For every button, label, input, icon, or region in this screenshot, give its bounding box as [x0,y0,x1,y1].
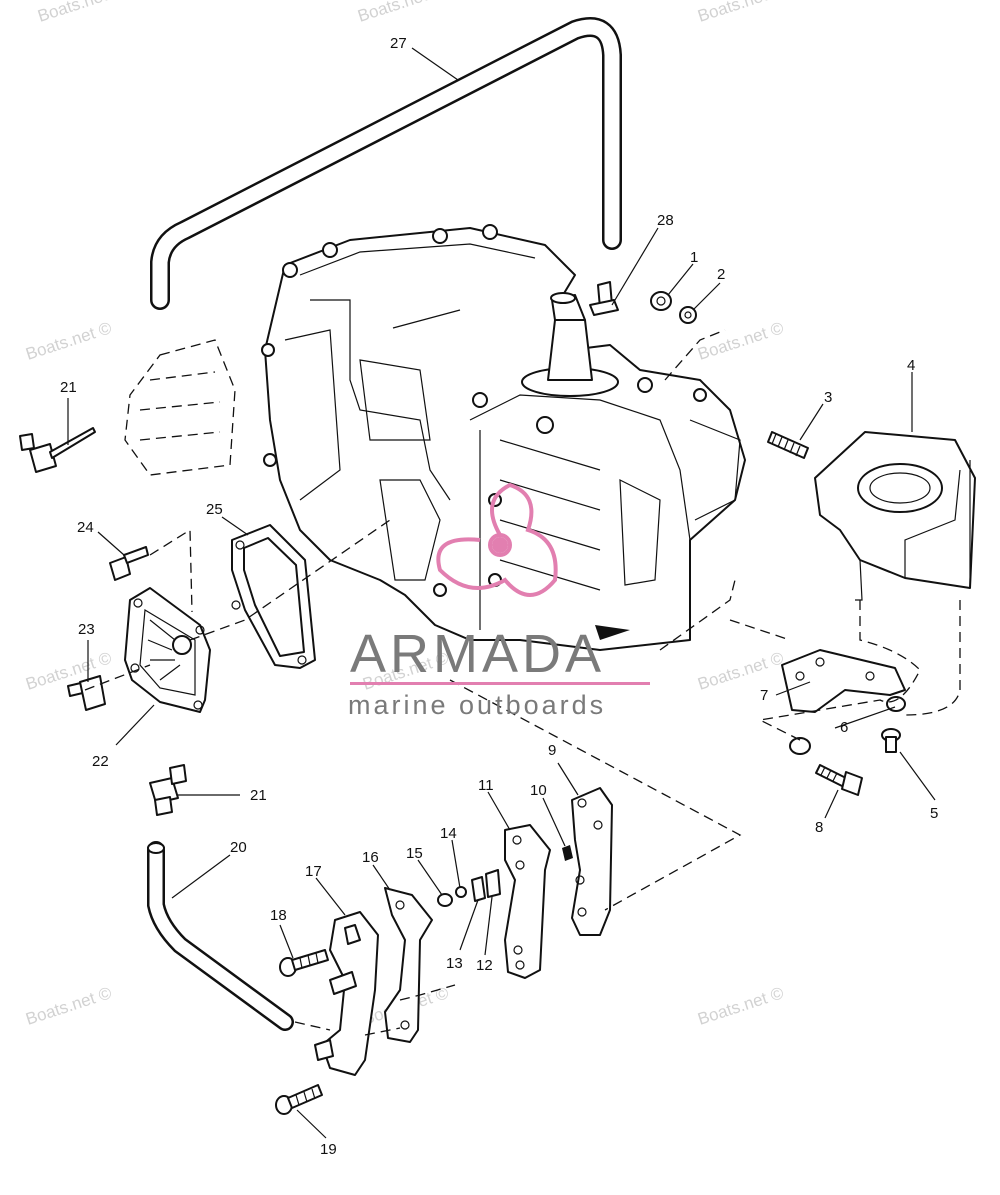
gasket-part-25 [231,524,316,669]
lever-part-17 [314,911,379,1076]
callout-27: 27 [390,35,407,52]
callout-16: 16 [362,849,379,866]
hose-part-27 [150,17,622,310]
callout-19: 19 [320,1141,337,1158]
callout-11: 11 [478,777,494,794]
washer-part-14 [455,886,467,898]
screw-part-24 [109,546,149,581]
watermark: Boats.net © [695,318,786,364]
clip-part-12 [485,869,501,898]
brand-tagline: marine outboards [348,690,606,720]
assembly-lines [84,329,961,1036]
fitting-part-28 [589,281,619,316]
callout-9: 9 [548,742,556,759]
plate-part-9 [571,787,613,936]
washer-part-6 [789,696,906,755]
callout-10: 10 [530,782,547,799]
armada-logo [436,482,558,597]
callout-6: 6 [840,719,848,736]
bolt-part-8 [815,764,863,796]
cover-plate-part-22 [124,587,211,713]
plate-part-11 [504,824,551,979]
callout-18: 18 [270,907,287,924]
watermark: Boats.net © [695,648,786,694]
callout-7: 7 [760,687,768,704]
callout-1: 1 [690,249,698,266]
clip-part-13 [471,876,486,902]
adapter-housing-part-4 [814,431,976,601]
callout-13: 13 [446,955,463,972]
callout-4: 4 [907,357,915,374]
fitting-part-21-upper [19,427,96,473]
callout-25: 25 [206,501,223,518]
watermark: Boats.net © [695,0,786,26]
brand-name: ARMADA [350,624,605,684]
screw-part-5 [881,728,901,753]
callout-3: 3 [824,389,832,406]
hose-part-20 [147,841,294,1031]
callout-2: 2 [717,266,725,283]
nut-part-15 [437,893,453,907]
watermark: Boats.net © [23,983,114,1029]
callout-24: 24 [77,519,94,536]
leader-lines [67,47,936,1139]
watermark: Boats.net © [35,0,126,26]
nut-part-1 [650,291,672,311]
callout-15: 15 [406,845,423,862]
bracket-part-7 [781,649,906,713]
callout-21-lower: 21 [250,787,267,804]
spring-part-10 [562,845,573,861]
brand-underline [350,682,650,685]
callout-14: 14 [440,825,457,842]
callout-labels: 27 28 1 2 3 4 21 24 25 23 22 7 6 5 8 9 1… [60,35,938,1158]
callout-23: 23 [78,621,95,638]
callout-21-upper: 21 [60,379,77,396]
fitting-part-23 [67,675,106,711]
callout-22: 22 [92,753,109,770]
fitting-part-21-lower [149,764,187,816]
callout-28: 28 [657,212,674,229]
callout-17: 17 [305,863,322,880]
washer-part-2 [679,306,697,324]
watermark: Boats.net © [695,983,786,1029]
screw-part-19 [275,1084,323,1115]
watermark: Boats.net © [355,0,446,26]
callout-20: 20 [230,839,247,856]
stud-part-3 [767,431,809,459]
callout-8: 8 [815,819,823,836]
callout-12: 12 [476,957,493,974]
callout-5: 5 [930,805,938,822]
link-part-16 [384,887,433,1043]
screw-part-18 [279,949,329,977]
powerhead-block [124,224,746,651]
watermark: Boats.net © [23,318,114,364]
